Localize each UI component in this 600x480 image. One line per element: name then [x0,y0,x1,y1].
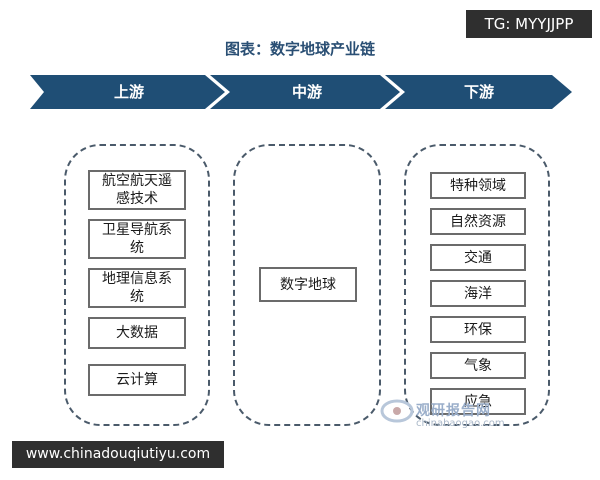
downstream-group [404,144,550,426]
watermark-logo-icon [380,399,414,423]
upstream-item-big-data: 大数据 [88,317,186,349]
upstream-group [64,144,210,426]
stage-banner [30,75,572,109]
stage-arrow-downstream [385,75,572,109]
footer-site-url: www.chinadouqiutiyu.com [12,441,224,468]
downstream-item-emergency: 应急 [430,388,526,415]
downstream-item-ocean: 海洋 [430,280,526,307]
stage-label-downstream: 下游 [463,83,494,101]
stage-label-upstream: 上游 [113,83,144,101]
stage-label-midstream: 中游 [291,83,322,101]
downstream-item-special-fields: 特种领域 [430,172,526,199]
upstream-item-cloud-computing: 云计算 [88,364,186,396]
midstream-group [233,144,381,426]
tg-badge: TG: MYYJJPP [466,10,592,38]
downstream-item-transportation: 交通 [430,244,526,271]
upstream-item-gis: 地理信息系统 [88,268,186,308]
upstream-item-remote-sensing: 航空航天遥感技术 [88,170,186,210]
downstream-item-environment: 环保 [430,316,526,343]
figure-title: 图表：数字地球产业链 [224,40,375,58]
watermark-url: chinabaogao.com [416,418,505,429]
upstream-item-satellite-navigation: 卫星导航系统 [88,219,186,259]
stage-arrow-upstream [30,75,225,109]
midstream-item-digital-earth: 数字地球 [259,267,357,302]
downstream-item-natural-resources: 自然资源 [430,208,526,235]
watermark-name: 观研报告网 [416,403,491,419]
downstream-item-meteorology: 气象 [430,352,526,379]
stage-arrow-midstream [210,75,400,109]
